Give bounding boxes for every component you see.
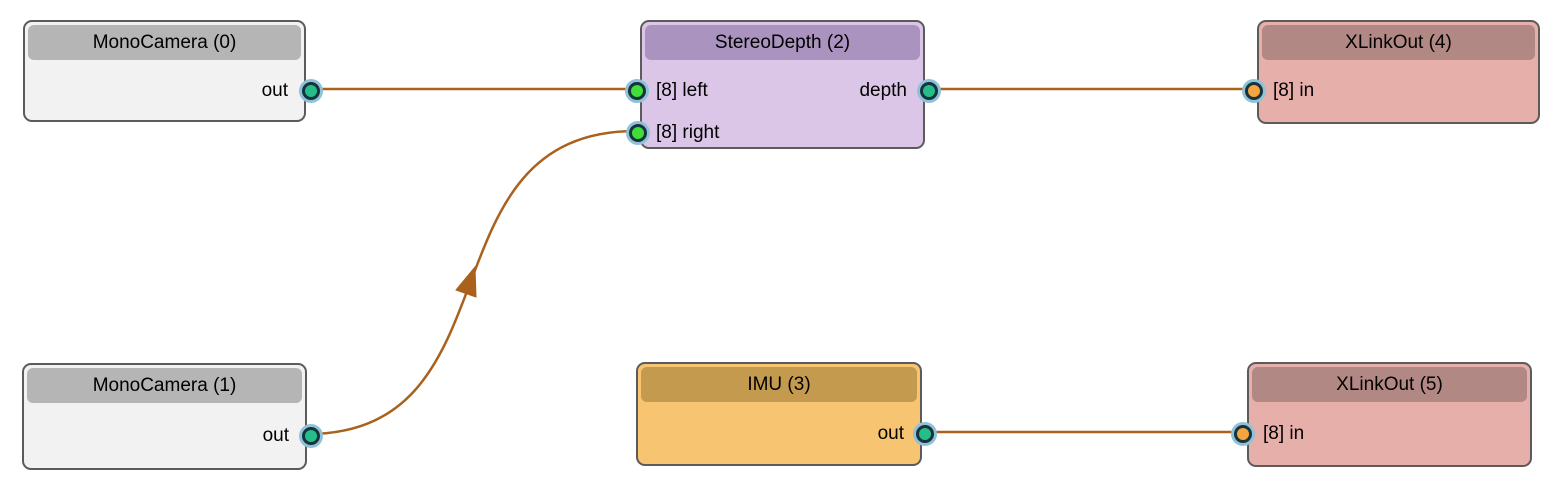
port-label-out: out	[261, 80, 288, 101]
node-imu-3[interactable]: IMU (3) out	[636, 362, 934, 466]
node-xlinkout-5-title: XLinkOut (5)	[1252, 367, 1527, 402]
port-xlinkout-5-in[interactable]	[1234, 425, 1252, 443]
node-xlinkout-5[interactable]: XLinkOut (5) [8] in	[1234, 362, 1532, 467]
node-xlinkout-4[interactable]: XLinkOut (4) [8] in	[1245, 20, 1540, 124]
port-label-left: [8] left	[656, 80, 708, 101]
node-monocamera-1-title: MonoCamera (1)	[27, 368, 302, 403]
node-stereodepth-2-title: StereoDepth (2)	[645, 25, 920, 60]
port-stereodepth-2-right[interactable]	[629, 124, 647, 142]
port-label-depth: depth	[859, 80, 907, 101]
port-label-in: [8] in	[1273, 80, 1315, 101]
port-imu-3-out[interactable]	[916, 425, 934, 443]
port-label-out: out	[262, 425, 289, 446]
node-monocamera-0-title: MonoCamera (0)	[28, 25, 301, 60]
port-label-right: [8] right	[656, 122, 720, 143]
node-xlinkout-4-title: XLinkOut (4)	[1262, 25, 1535, 60]
port-stereodepth-2-depth[interactable]	[920, 82, 938, 100]
port-label-out: out	[877, 423, 904, 444]
node-imu-3-title: IMU (3)	[641, 367, 917, 402]
port-stereodepth-2-left[interactable]	[628, 82, 646, 100]
node-stereodepth-2[interactable]: StereoDepth (2) [8] left [8] right depth	[628, 20, 938, 149]
node-monocamera-1[interactable]: MonoCamera (1) out	[22, 363, 320, 470]
edge-arrowhead-icon	[455, 265, 477, 298]
port-xlinkout-4-in[interactable]	[1245, 82, 1263, 100]
node-monocamera-0[interactable]: MonoCamera (0) out	[23, 20, 320, 122]
port-monocamera-0-out[interactable]	[302, 82, 320, 100]
port-label-in: [8] in	[1263, 423, 1305, 444]
port-monocamera-1-out[interactable]	[302, 427, 320, 445]
